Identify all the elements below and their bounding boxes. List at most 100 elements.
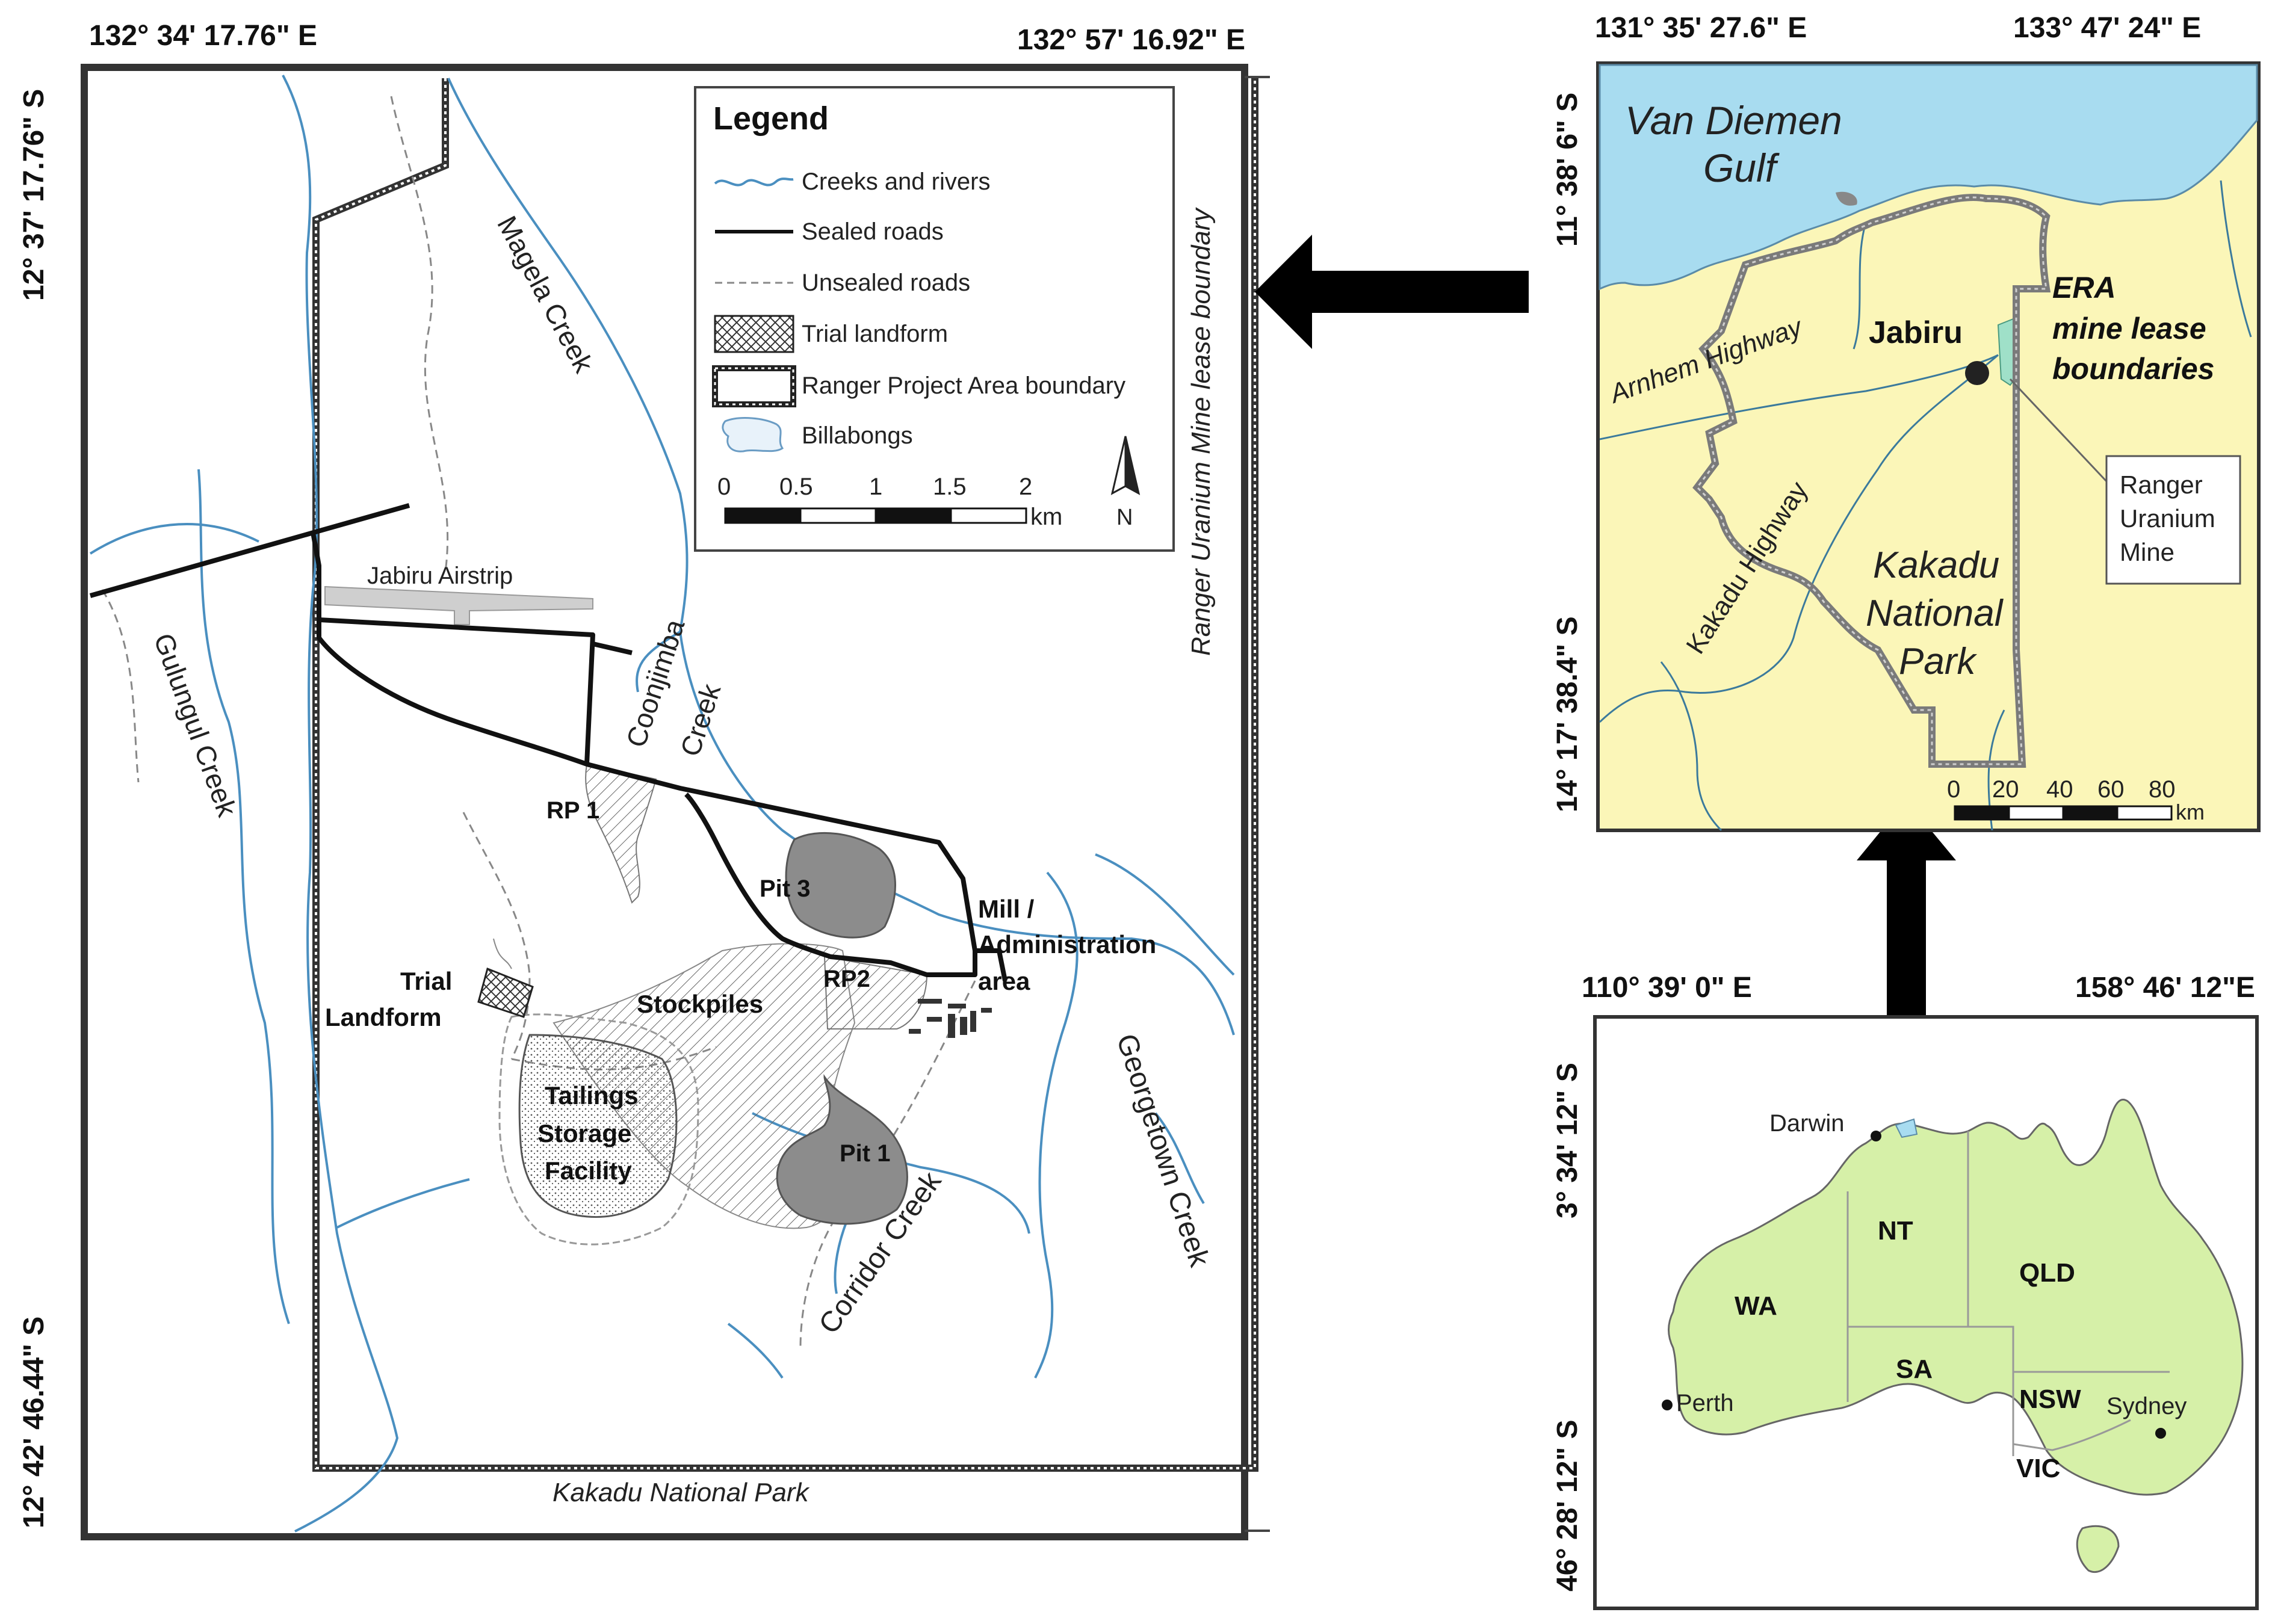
van-diemen-gulf bbox=[1599, 64, 2258, 291]
legend-billabong-symbol bbox=[722, 417, 784, 452]
aus-coord-left-bottom: 46° 28' 12" S bbox=[1552, 1419, 1583, 1592]
legend-creek-symbol bbox=[714, 178, 794, 187]
region-scale-20: 20 bbox=[1992, 776, 2019, 803]
label-ranger-lease-boundary: Ranger Uranium Mine lease boundary bbox=[1186, 206, 1216, 656]
legend-item-billabongs: Billabongs bbox=[802, 422, 913, 449]
legend-scale-0: 0 bbox=[717, 474, 731, 500]
label-ranger-2: Uranium bbox=[2120, 504, 2215, 533]
legend-scale-1: 1 bbox=[869, 474, 882, 500]
main-coord-top-left: 132° 34' 17.76" E bbox=[89, 20, 317, 52]
region-coord-left-bottom: 14° 17' 38.4" S bbox=[1552, 616, 1583, 812]
label-era-2: mine lease bbox=[2052, 312, 2206, 345]
jabiru-marker bbox=[1965, 361, 1989, 385]
region-map: Van Diemen Gulf Jabiru ERA mine lease bo… bbox=[1552, 12, 2261, 832]
perth-marker bbox=[1662, 1400, 1673, 1410]
pit-3 bbox=[785, 832, 896, 939]
label-qld: QLD bbox=[2019, 1258, 2075, 1288]
legend-item-boundary: Ranger Project Area boundary bbox=[802, 372, 1125, 399]
label-sa: SA bbox=[1896, 1354, 1933, 1384]
region-scale-bar bbox=[1954, 805, 2173, 821]
ranger-callout-box bbox=[2105, 455, 2241, 585]
label-tailings-3: Facility bbox=[545, 1156, 632, 1185]
legend-scale-2: 2 bbox=[1019, 474, 1032, 500]
tailings-outer bbox=[498, 1013, 699, 1246]
label-darwin: Darwin bbox=[1769, 1110, 1844, 1137]
main-map: Magela Creek Gulungul Creek Coonjimba Cr… bbox=[18, 20, 1270, 1540]
legend-title: Legend bbox=[713, 100, 829, 137]
label-van-diemen-2: Gulf bbox=[1703, 146, 1780, 190]
tasmania bbox=[2076, 1525, 2120, 1573]
label-kakadu-3: Park bbox=[1899, 641, 1977, 682]
label-rp1: RP 1 bbox=[546, 797, 599, 824]
label-kakadu-2: National bbox=[1866, 593, 2004, 634]
label-trial-1: Trial bbox=[400, 967, 452, 995]
label-perth: Perth bbox=[1676, 1390, 1734, 1416]
region-scale-40: 40 bbox=[2046, 776, 2073, 803]
label-era-3: boundaries bbox=[2052, 352, 2214, 386]
region-coord-top-right: 133° 47' 24" E bbox=[2013, 12, 2201, 44]
sydney-marker bbox=[2155, 1428, 2166, 1439]
main-coord-left-bottom: 12° 42' 46.44" S bbox=[18, 1317, 50, 1528]
ranger-project-area-boundary bbox=[312, 78, 1258, 1472]
label-kakadu-1: Kakadu bbox=[1873, 545, 1999, 586]
legend-scale-1-5: 1.5 bbox=[933, 474, 967, 500]
region-coord-left-top: 11° 38' 6" S bbox=[1552, 93, 1583, 247]
region-scale-0: 0 bbox=[1947, 776, 1960, 803]
legend-scale-unit: km bbox=[1030, 504, 1062, 530]
label-nsw: NSW bbox=[2019, 1385, 2081, 1414]
legend: Legend Creeks and rivers Sealed roads Un… bbox=[694, 86, 1175, 552]
label-mill-1: Mill / bbox=[978, 895, 1035, 923]
label-mill-3: area bbox=[978, 967, 1030, 995]
pit-1 bbox=[776, 1074, 908, 1225]
label-ranger-3: Mine bbox=[2120, 538, 2174, 566]
australia-map: Darwin NT QLD WA SA NSW VIC Perth Sydney… bbox=[1552, 972, 2259, 1610]
label-trial-2: Landform bbox=[325, 1003, 442, 1031]
region-scale-unit: km bbox=[2176, 800, 2205, 824]
label-wa: WA bbox=[1735, 1291, 1777, 1321]
rp1-pond bbox=[585, 763, 657, 904]
label-stockpiles: Stockpiles bbox=[637, 990, 763, 1018]
label-vic: VIC bbox=[2016, 1454, 2060, 1483]
legend-item-trial-landform: Trial landform bbox=[802, 321, 948, 347]
label-van-diemen-1: Van Diemen bbox=[1625, 98, 1842, 143]
legend-scale-0-5: 0.5 bbox=[779, 474, 813, 500]
aus-coord-top-left: 110° 39' 0" E bbox=[1582, 972, 1752, 1004]
label-mill-2: Administration bbox=[978, 930, 1156, 959]
region-scale-80: 80 bbox=[2149, 776, 2176, 803]
label-nt: NT bbox=[1878, 1216, 1913, 1246]
main-coord-top-right: 132° 57' 16.92" E bbox=[1017, 24, 1245, 56]
label-rp2: RP2 bbox=[823, 966, 870, 992]
ranger-leader-line bbox=[2009, 378, 2108, 483]
arrow-left-icon bbox=[1255, 235, 1529, 349]
label-ranger-1: Ranger bbox=[2120, 471, 2203, 499]
label-pit-1: Pit 1 bbox=[840, 1140, 890, 1167]
label-sydney: Sydney bbox=[2106, 1393, 2187, 1419]
aus-coord-left-top: 3° 34' 12" S bbox=[1552, 1063, 1583, 1218]
trial-landform bbox=[477, 967, 534, 1018]
arrow-up-icon bbox=[1857, 800, 1956, 1047]
label-tailings-1: Tailings bbox=[545, 1081, 639, 1110]
label-jabiru: Jabiru bbox=[1869, 315, 1963, 350]
sealed-roads bbox=[89, 503, 1008, 981]
region-rivers bbox=[1599, 180, 2252, 832]
legend-trial-symbol bbox=[714, 315, 794, 353]
legend-item-sealed-roads: Sealed roads bbox=[802, 218, 944, 245]
region-coord-top-left: 131° 35' 27.6" E bbox=[1595, 12, 1807, 44]
label-pit-3: Pit 3 bbox=[760, 875, 810, 902]
jabiru-airstrip bbox=[324, 585, 593, 625]
tailings-storage-facility bbox=[518, 1034, 678, 1218]
region-scale-60: 60 bbox=[2097, 776, 2125, 803]
state-borders bbox=[1846, 1131, 2170, 1456]
north-label: N bbox=[1116, 505, 1133, 530]
legend-item-creeks: Creeks and rivers bbox=[802, 168, 990, 195]
mill-buildings bbox=[909, 999, 992, 1038]
darwin-marker bbox=[1871, 1131, 1881, 1141]
aus-coord-top-right: 158° 46' 12"E bbox=[2075, 972, 2255, 1004]
label-era-1: ERA bbox=[2052, 271, 2116, 304]
label-kakadu-national-park-main: Kakadu National Park bbox=[552, 1478, 810, 1507]
main-coord-left-top: 12° 37' 17.76" S bbox=[18, 89, 50, 301]
label-tailings-2: Storage bbox=[537, 1119, 631, 1147]
legend-scale-bar bbox=[724, 507, 1027, 524]
label-jabiru-airstrip: Jabiru Airstrip bbox=[367, 563, 513, 589]
